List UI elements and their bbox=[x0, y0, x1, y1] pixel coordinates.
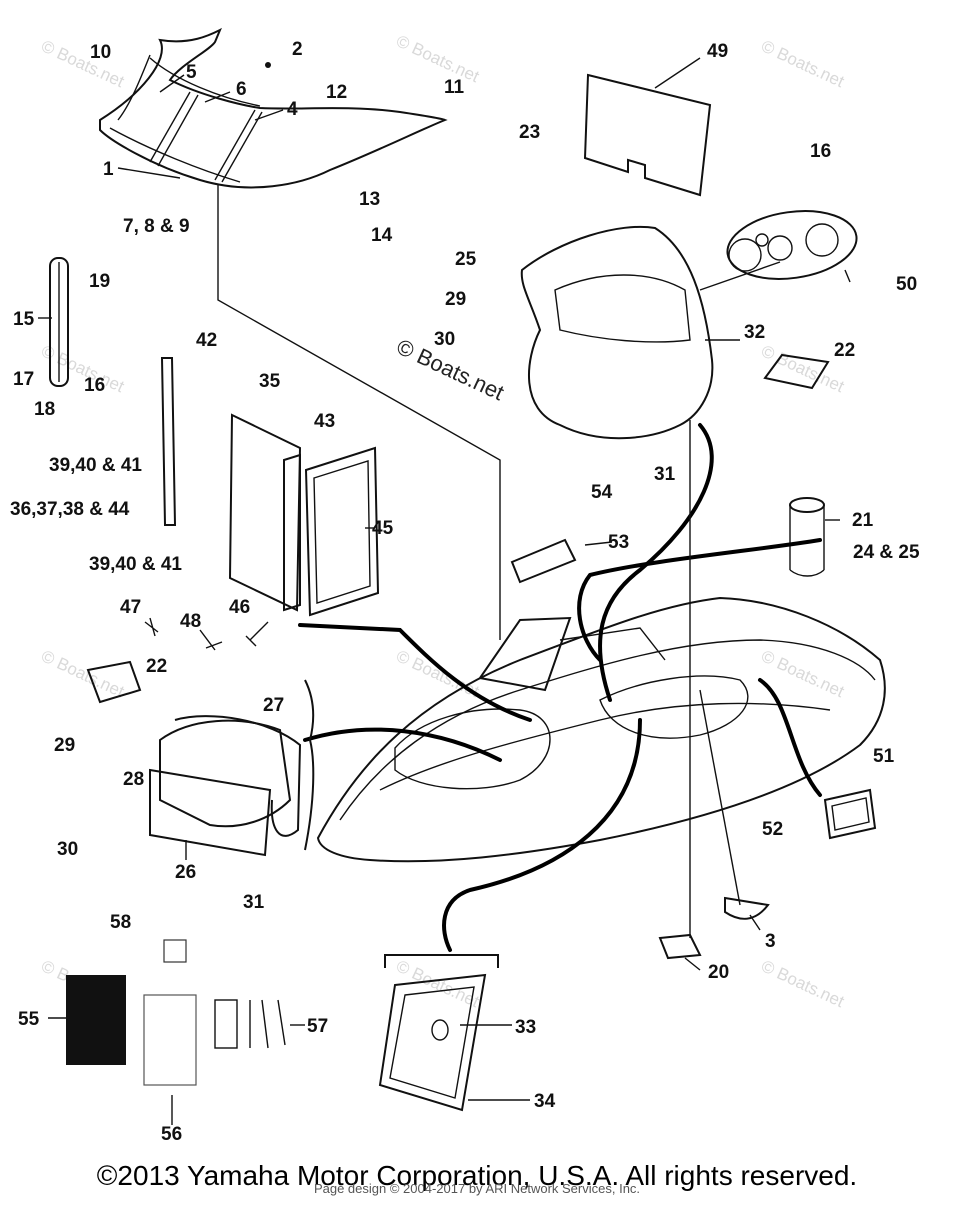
decal-22 bbox=[763, 353, 830, 390]
callout-50: 50 bbox=[896, 274, 917, 295]
box-53 bbox=[510, 538, 577, 584]
callout-39-40-41-b: 39,40 & 41 bbox=[89, 554, 182, 575]
callout-48: 48 bbox=[180, 611, 201, 632]
watermark-tile: © Boats.net bbox=[38, 341, 127, 396]
bracket-26 bbox=[304, 679, 315, 851]
callout-58: 58 bbox=[110, 912, 131, 933]
callout-29a: 29 bbox=[445, 289, 466, 310]
callout-21: 21 bbox=[852, 510, 874, 531]
watermark-tile: © Boats.net bbox=[393, 646, 482, 701]
handrail-15 bbox=[49, 257, 69, 387]
callout-57: 57 bbox=[307, 1016, 328, 1037]
callout-28: 28 bbox=[123, 769, 144, 790]
callout-22b: 22 bbox=[146, 656, 167, 677]
windshield-assembly bbox=[99, 27, 448, 189]
callout-42: 42 bbox=[196, 330, 217, 351]
callouts: 10 2 5 6 4 12 11 1 7, 8 & 9 13 14 49 23 … bbox=[10, 39, 920, 1145]
watermark-tiles: © Boats.net © Boats.net © Boats.net © Bo… bbox=[38, 31, 847, 1011]
callout-17: 17 bbox=[13, 369, 34, 390]
callout-47: 47 bbox=[120, 597, 141, 618]
callout-34: 34 bbox=[534, 1091, 556, 1112]
callout-29b: 29 bbox=[54, 735, 75, 756]
vent-51 bbox=[823, 788, 877, 840]
callout-24-25: 24 & 25 bbox=[853, 542, 920, 563]
page-design-notice: Page design © 2004-2017 by ARI Network S… bbox=[313, 1181, 641, 1196]
callout-23: 23 bbox=[519, 122, 540, 143]
callout-3: 3 bbox=[765, 931, 776, 952]
gauge-bezel-50 bbox=[726, 210, 858, 280]
callout-14: 14 bbox=[371, 225, 393, 246]
watermark-tile: © Boats.net bbox=[38, 36, 127, 91]
callout-22a: 22 bbox=[834, 340, 855, 361]
pad-3 bbox=[724, 896, 770, 920]
hatch-33 bbox=[378, 973, 487, 1112]
callout-10: 10 bbox=[90, 42, 111, 63]
boat-hull bbox=[316, 596, 886, 863]
pad-20 bbox=[658, 933, 702, 960]
callout-15: 15 bbox=[13, 309, 35, 330]
manual-56 bbox=[143, 994, 197, 1086]
callout-31a: 31 bbox=[654, 464, 676, 485]
watermark-tile: © Boats.net bbox=[38, 646, 127, 701]
callout-31b: 31 bbox=[243, 892, 265, 913]
watermark-tile: © Boats.net bbox=[758, 36, 847, 91]
callout-52: 52 bbox=[762, 819, 783, 840]
callout-49: 49 bbox=[707, 41, 728, 62]
canister-21 bbox=[789, 497, 825, 577]
owner-manual-55 bbox=[66, 975, 126, 1065]
decal-22b bbox=[86, 660, 142, 704]
callout-11: 11 bbox=[444, 77, 465, 98]
card-58 bbox=[163, 939, 187, 963]
callout-20: 20 bbox=[708, 962, 729, 983]
callout-7-8-9: 7, 8 & 9 bbox=[123, 216, 190, 237]
callout-12: 12 bbox=[326, 82, 347, 103]
callout-35: 35 bbox=[259, 371, 281, 392]
leader-lines bbox=[38, 57, 851, 1125]
callout-53: 53 bbox=[608, 532, 629, 553]
callout-36-37-38-44: 36,37,38 & 44 bbox=[10, 499, 130, 520]
callout-1: 1 bbox=[103, 159, 114, 180]
console-32 bbox=[520, 225, 714, 440]
callout-30b: 30 bbox=[57, 839, 78, 860]
callout-6: 6 bbox=[236, 79, 247, 100]
callout-43: 43 bbox=[314, 411, 335, 432]
copyright-notice: ©2013 Yamaha Motor Corporation, U.S.A. A… bbox=[96, 1160, 858, 1191]
callout-25a: 25 bbox=[455, 249, 477, 270]
callout-30a: 30 bbox=[434, 329, 455, 350]
callout-39-40-41-a: 39,40 & 41 bbox=[49, 455, 142, 476]
callout-4: 4 bbox=[287, 99, 298, 120]
part-2-dot bbox=[265, 62, 271, 68]
panel-49 bbox=[583, 73, 712, 197]
watermark-tile: © Boats.net bbox=[758, 956, 847, 1011]
callout-27: 27 bbox=[263, 695, 284, 716]
callout-46: 46 bbox=[229, 597, 250, 618]
routing-lines bbox=[217, 185, 822, 952]
callout-2: 2 bbox=[292, 39, 303, 60]
callout-5: 5 bbox=[186, 62, 197, 83]
watermark-tile: © Boats.net bbox=[393, 31, 482, 86]
callout-56: 56 bbox=[161, 1124, 182, 1145]
callout-19: 19 bbox=[89, 271, 110, 292]
callout-13: 13 bbox=[359, 189, 380, 210]
callout-45: 45 bbox=[372, 518, 394, 539]
callout-32: 32 bbox=[744, 322, 765, 343]
storage-bin-26 bbox=[149, 715, 302, 857]
callout-16a: 16 bbox=[810, 141, 831, 162]
door-assembly bbox=[160, 357, 380, 617]
callout-16b: 16 bbox=[84, 375, 105, 396]
bracket-33 bbox=[384, 954, 499, 968]
callout-26: 26 bbox=[175, 862, 196, 883]
hardware-46-48 bbox=[144, 617, 269, 651]
callout-18: 18 bbox=[34, 399, 55, 420]
tool-kit-57 bbox=[214, 999, 286, 1049]
callout-54: 54 bbox=[591, 482, 613, 503]
callout-33: 33 bbox=[515, 1017, 536, 1038]
callout-55: 55 bbox=[18, 1009, 40, 1030]
callout-51: 51 bbox=[873, 746, 895, 767]
